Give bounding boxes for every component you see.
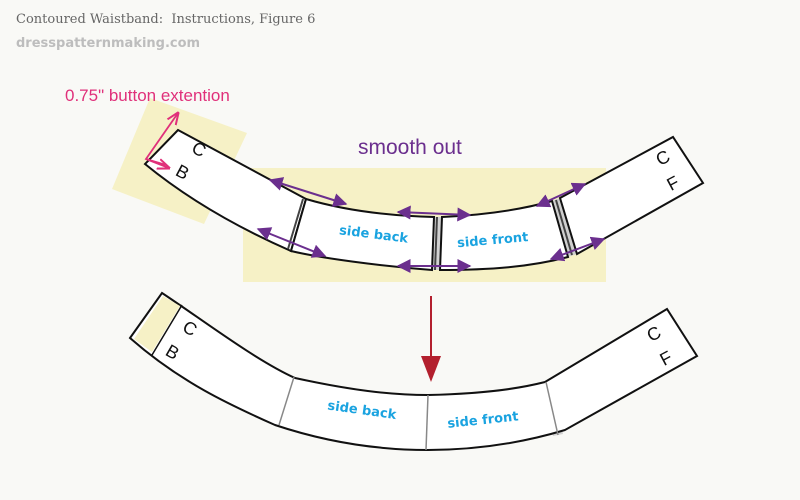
bottom-extension-line <box>151 304 183 356</box>
bottom-band <box>128 291 699 452</box>
smooth-arrow <box>256 227 327 258</box>
button-extension-dim <box>145 158 169 168</box>
top-side-front-label: side front <box>457 230 529 251</box>
seam-line-bottom-left <box>278 376 295 426</box>
smooth-out-label: smooth out <box>358 136 462 159</box>
seam-line-bottom-center <box>425 394 429 451</box>
bottom-button-extension-fill-top <box>134 296 180 352</box>
site-url: dresspatternmaking.com <box>16 36 201 51</box>
down-arrow-head <box>421 356 441 382</box>
bottom-side-front-label: side front <box>447 409 519 431</box>
smooth-arrow <box>396 205 472 222</box>
smooth-arrow <box>268 177 348 207</box>
seam-line-bottom-right <box>545 381 559 436</box>
smooth-arrow <box>549 236 606 262</box>
smooth-arrow <box>535 182 587 208</box>
button-extension-label: 0.75" button extention <box>65 86 230 105</box>
top-cf-piece <box>558 135 705 256</box>
figure-title: Contoured Waistband: Instructions, Figur… <box>16 12 316 27</box>
